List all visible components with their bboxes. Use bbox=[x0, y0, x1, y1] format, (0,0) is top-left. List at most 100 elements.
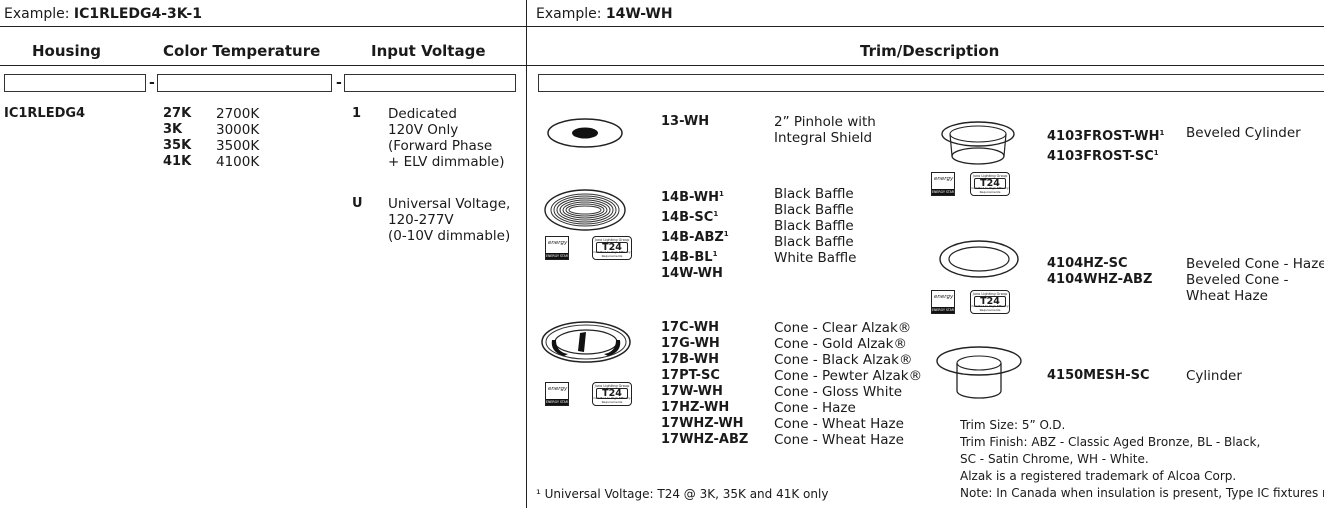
t24-mark: T24 bbox=[596, 388, 628, 399]
t24-bottom-text: Certified to High Efficacy Requirements bbox=[593, 396, 631, 404]
color-temp-code: 27K bbox=[163, 106, 192, 121]
desc-line: Black Baffle bbox=[774, 234, 854, 250]
t24-top-text: Juno Lighting Group bbox=[972, 292, 1008, 296]
frost-code: 4103FROST-WH1 bbox=[1047, 129, 1165, 144]
frost-codes: 4103FROST-WH1 4103FROST-SC1 bbox=[1047, 125, 1164, 165]
baffle-code: 14B-WH1 bbox=[661, 190, 724, 205]
cone-code: 17HZ-WH bbox=[661, 400, 730, 415]
haze-codes: 4104HZ-SC 4104WHZ-ABZ bbox=[1047, 256, 1152, 288]
color-temp-code: 41K bbox=[163, 154, 192, 169]
desc-line: 2” Pinhole with bbox=[774, 114, 876, 130]
energy-star-logo: energy ENERGY STAR bbox=[931, 172, 955, 196]
color-temp-value: 4100K bbox=[216, 154, 260, 170]
pinhole-code: 13-WH bbox=[661, 114, 710, 129]
desc-line: Cone - Gloss White bbox=[774, 384, 903, 400]
t24-badge: Juno Lighting Group T24 Certified to Hig… bbox=[592, 382, 632, 406]
trim-notes: Trim Size: 5” O.D. Trim Finish: ABZ - Cl… bbox=[960, 417, 1324, 502]
desc-line: Black Baffle bbox=[774, 186, 854, 202]
note-line: Trim Finish: ABZ - Classic Aged Bronze, … bbox=[960, 435, 1261, 449]
haze-code: 4104HZ-SC bbox=[1047, 256, 1128, 271]
voltage-code-u: U bbox=[352, 196, 363, 211]
t24-badge: Juno Lighting Group T24 Certified to Hig… bbox=[592, 236, 632, 260]
housing-field[interactable] bbox=[4, 74, 146, 92]
pinhole-desc: 2” Pinhole with Integral Shield bbox=[774, 114, 876, 146]
header-trim-description: Trim/Description bbox=[860, 42, 1000, 60]
energy-star-script: energy bbox=[548, 240, 568, 246]
energy-star-script: energy bbox=[934, 294, 954, 300]
haze-descs: Beveled Cone - Haze Beveled Cone - Wheat… bbox=[1186, 256, 1324, 304]
trim-field[interactable] bbox=[538, 74, 1324, 92]
mesh-desc: Cylinder bbox=[1186, 368, 1242, 384]
desc-line: Cone - Black Alzak® bbox=[774, 352, 913, 368]
energy-star-bar: ENERGY STAR bbox=[932, 307, 955, 313]
desc-line: Cone - Pewter Alzak® bbox=[774, 368, 923, 384]
column-divider bbox=[526, 0, 528, 508]
desc-line: Cone - Clear Alzak® bbox=[774, 320, 912, 336]
field-separator: - bbox=[149, 75, 155, 91]
color-temp-value: 3500K bbox=[216, 138, 260, 154]
voltage-line: (0-10V dimmable) bbox=[388, 228, 511, 244]
t24-bottom-text: Certified to High Efficacy Requirements bbox=[971, 304, 1009, 312]
t24-top-text: Juno Lighting Group bbox=[594, 384, 630, 388]
energy-star-bar: ENERGY STAR bbox=[546, 399, 569, 405]
t24-mark: T24 bbox=[974, 178, 1006, 189]
desc-line: Cone - Gold Alzak® bbox=[774, 336, 907, 352]
baffle-trim-icon bbox=[544, 189, 626, 231]
cone-code: 17C-WH bbox=[661, 320, 719, 335]
energy-star-bar: ENERGY STAR bbox=[932, 189, 955, 195]
note-line: SC - Satin Chrome, WH - White. bbox=[960, 452, 1149, 466]
t24-badge: Juno Lighting Group T24 Certified to Hig… bbox=[970, 172, 1010, 196]
cone-codes: 17C-WH 17G-WH 17B-WH 17PT-SC 17W-WH 17HZ… bbox=[661, 320, 748, 448]
cone-code: 17WHZ-ABZ bbox=[661, 432, 749, 447]
voltage-line: (Forward Phase bbox=[388, 138, 493, 154]
desc-line: Black Baffle bbox=[774, 218, 854, 234]
pinhole-trim-icon bbox=[547, 118, 623, 148]
desc-line: Black Baffle bbox=[774, 202, 854, 218]
cone-code: 17PT-SC bbox=[661, 368, 720, 383]
beveled-cylinder-trim-icon bbox=[941, 121, 1015, 165]
cone-code: 17B-WH bbox=[661, 352, 720, 367]
header-rule-bottom bbox=[0, 65, 1324, 67]
t24-mark: T24 bbox=[596, 242, 628, 253]
energy-star-script: energy bbox=[934, 176, 954, 182]
desc-line: Beveled Cone - Haze bbox=[1186, 256, 1324, 272]
baffle-codes: 14B-WH1 14B-SC1 14B-ABZ1 14B-BL1 14W-WH bbox=[661, 186, 729, 282]
cone-code: 17WHZ-WH bbox=[661, 416, 744, 431]
voltage-line: + ELV dimmable) bbox=[388, 154, 505, 170]
housing-value: IC1RLEDG4 bbox=[4, 106, 86, 121]
frost-code: 4103FROST-SC1 bbox=[1047, 149, 1159, 164]
color-temp-value: 3000K bbox=[216, 122, 260, 138]
input-voltage-field[interactable] bbox=[344, 74, 516, 92]
cone-descs: Cone - Clear Alzak® Cone - Gold Alzak® C… bbox=[774, 320, 922, 448]
t24-badge: Juno Lighting Group T24 Certified to Hig… bbox=[970, 290, 1010, 314]
color-temp-codes: 27K 3K 35K 41K bbox=[163, 106, 191, 170]
color-temperature-field[interactable] bbox=[157, 74, 332, 92]
voltage-line: Dedicated bbox=[388, 106, 457, 122]
header-housing: Housing bbox=[32, 42, 102, 60]
t24-top-text: Juno Lighting Group bbox=[972, 174, 1008, 178]
voltage-code-1: 1 bbox=[352, 106, 362, 121]
desc-line: White Baffle bbox=[774, 250, 857, 266]
voltage-line: 120V Only bbox=[388, 122, 459, 138]
desc-line: Cone - Wheat Haze bbox=[774, 432, 904, 448]
note-line: Alzak is a registered trademark of Alcoa… bbox=[960, 469, 1237, 483]
cylinder-trim-icon bbox=[936, 346, 1022, 399]
beveled-cone-trim-icon bbox=[939, 240, 1019, 278]
energy-star-logo: energy ENERGY STAR bbox=[545, 236, 569, 260]
cone-trim-icon bbox=[541, 321, 631, 363]
t24-top-text: Juno Lighting Group bbox=[594, 238, 630, 242]
cone-code: 17W-WH bbox=[661, 384, 723, 399]
baffle-code: 14B-SC1 bbox=[661, 210, 719, 225]
mesh-code: 4150MESH-SC bbox=[1047, 368, 1150, 383]
field-separator: - bbox=[336, 75, 342, 91]
header-color-temperature: Color Temperature bbox=[163, 42, 321, 60]
cone-code: 17G-WH bbox=[661, 336, 720, 351]
voltage-desc-1: Dedicated 120V Only (Forward Phase + ELV… bbox=[388, 106, 504, 170]
energy-star-script: energy bbox=[548, 386, 568, 392]
baffle-code: 14B-ABZ1 bbox=[661, 230, 729, 245]
voltage-line: Universal Voltage, bbox=[388, 196, 511, 212]
desc-line: Cone - Haze bbox=[774, 400, 856, 416]
voltage-line: 120-277V bbox=[388, 212, 454, 228]
color-temp-code: 3K bbox=[163, 122, 183, 137]
energy-star-bar: ENERGY STAR bbox=[546, 253, 569, 259]
